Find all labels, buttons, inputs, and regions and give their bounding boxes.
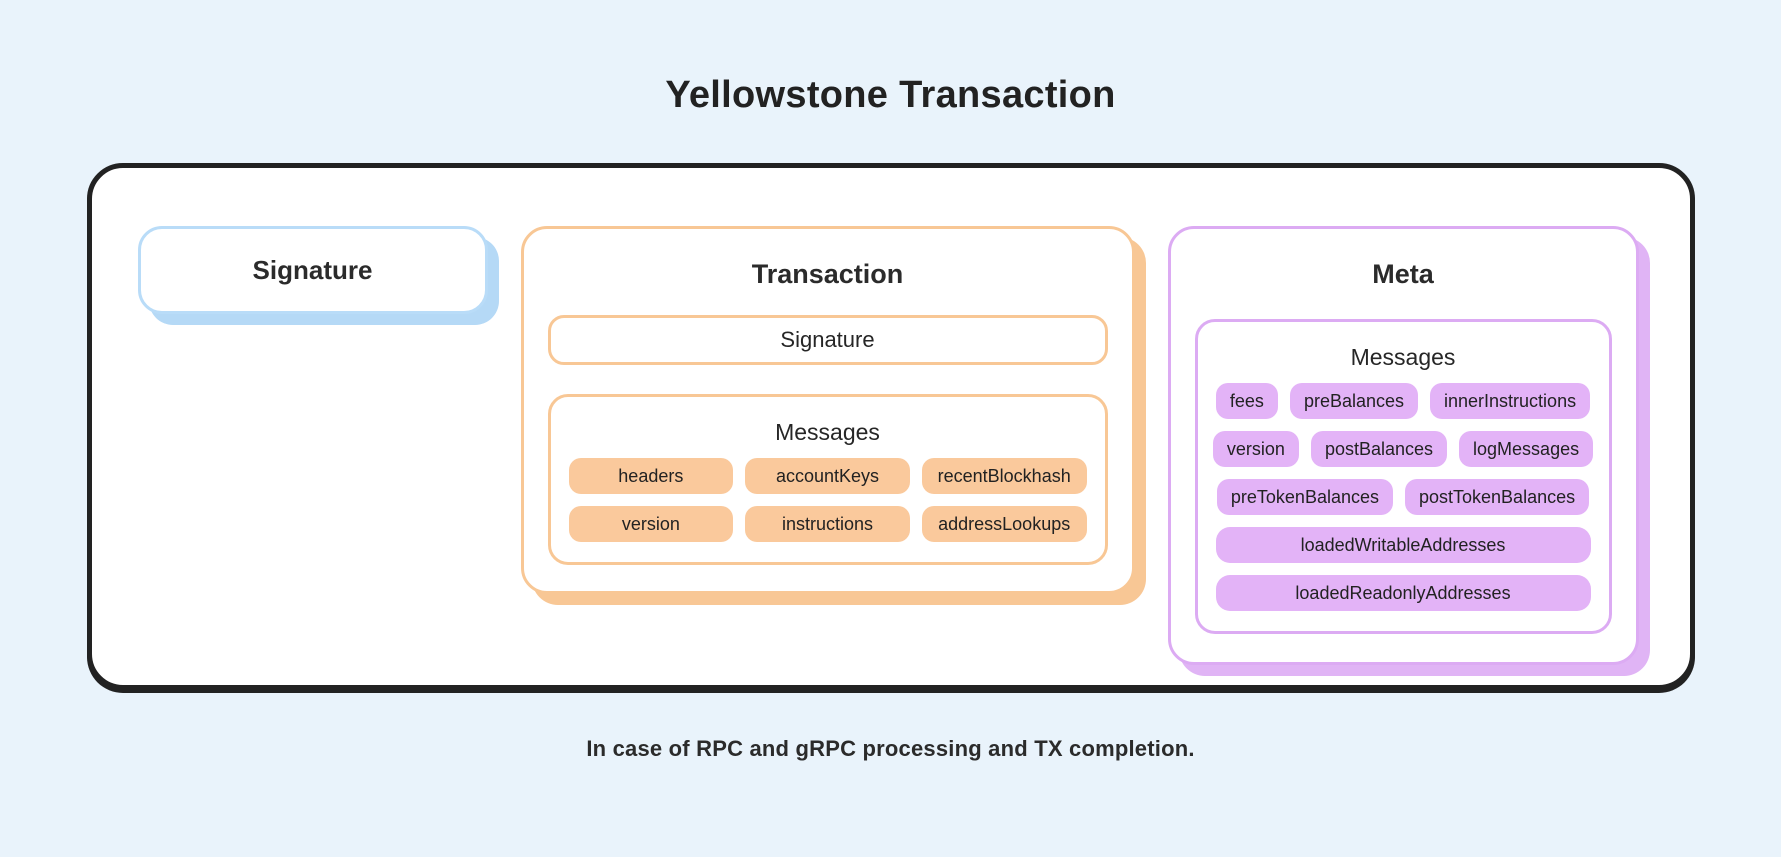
tag-addresslookups: addressLookups — [921, 506, 1087, 542]
tag-posttokenbalances: postTokenBalances — [1405, 479, 1590, 515]
transaction-signature-label: Signature — [780, 327, 875, 352]
tag-instructions: instructions — [745, 506, 910, 542]
tag-headers: headers — [568, 458, 734, 494]
tag-meta-version: version — [1212, 431, 1299, 467]
tag-accountkeys: accountKeys — [745, 458, 910, 494]
tag-prebalances: preBalances — [1289, 383, 1419, 419]
page-title: Yellowstone Transaction — [665, 74, 1116, 116]
transaction-box-title: Transaction — [751, 259, 904, 289]
diagram-container: Signature Transaction Signature Messages… — [86, 163, 1695, 690]
tag-logmessages: logMessages — [1459, 431, 1594, 467]
meta-box-title: Meta — [1372, 259, 1434, 289]
tag-innerinstructions: innerInstructions — [1430, 383, 1591, 419]
transaction-tag-row-1: headers accountKeys recentBlockhash — [568, 458, 1087, 494]
transaction-messages-title: Messages — [775, 419, 880, 445]
meta-tag-row-3: preTokenBalances postTokenBalances — [1216, 479, 1591, 515]
transaction-box: Transaction Signature Messages headers a… — [520, 226, 1135, 594]
tag-recentblockhash: recentBlockhash — [921, 458, 1087, 494]
meta-tag-row-2: version postBalances logMessages — [1212, 431, 1594, 467]
meta-tag-row-1: fees preBalances innerInstructions — [1215, 383, 1591, 419]
transaction-tag-row-2: version instructions addressLookups — [568, 506, 1087, 542]
signature-box: Signature — [137, 226, 488, 314]
transaction-messages-box: Messages headers accountKeys recentBlock… — [547, 394, 1108, 565]
transaction-signature-box: Signature — [547, 315, 1108, 365]
meta-box: Meta Messages fees preBalances innerInst… — [1167, 226, 1639, 665]
meta-messages-box: Messages fees preBalances innerInstructi… — [1194, 319, 1612, 634]
meta-tag-row-4: loadedWritableAddresses — [1215, 527, 1591, 563]
signature-box-title: Signature — [252, 254, 373, 285]
tag-version: version — [568, 506, 734, 542]
tag-postbalances: postBalances — [1310, 431, 1448, 467]
tag-pretokenbalances: preTokenBalances — [1216, 479, 1393, 515]
meta-messages-title: Messages — [1350, 344, 1456, 370]
tag-fees: fees — [1215, 383, 1278, 419]
tag-loadedreadonlyaddresses: loadedReadonlyAddresses — [1215, 575, 1591, 611]
caption: In case of RPC and gRPC processing and T… — [586, 736, 1195, 761]
meta-tag-row-5: loadedReadonlyAddresses — [1215, 575, 1591, 611]
tag-loadedwritableaddresses: loadedWritableAddresses — [1215, 527, 1591, 563]
